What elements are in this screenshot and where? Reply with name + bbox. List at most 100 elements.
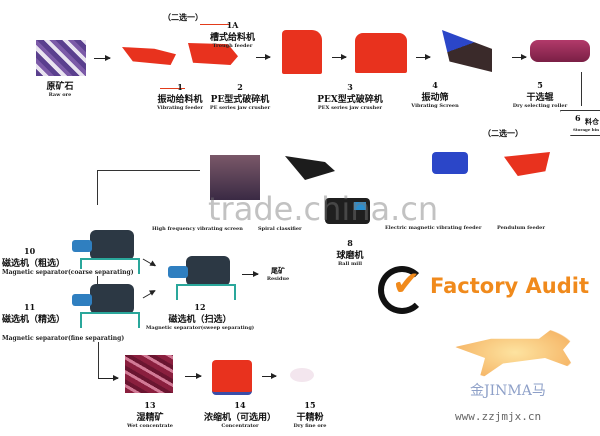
steps-12-cn: 磁选机（粗选）	[2, 259, 66, 269]
steps-5-num: 5	[537, 80, 543, 90]
steps-16-cn: 浓缩机（可选用）	[203, 413, 277, 423]
step-11-label: 11 磁选机（精选） Magnetic separator(fine separ…	[2, 302, 125, 342]
pex-jaw-crusher-image	[355, 33, 407, 73]
steps-15-en: Wet concentrate	[127, 423, 173, 429]
steps-6-num: 6	[575, 113, 581, 123]
raw-ore-image	[36, 40, 86, 76]
arrow	[256, 54, 271, 60]
connector-line	[97, 170, 98, 205]
step-10-label: 10 磁选机（粗选） Magnetic separator(coarse sep…	[2, 246, 134, 276]
raw-ore-en: Raw ore	[48, 92, 72, 98]
steps-2-en: PE series jaw crusher	[209, 105, 271, 111]
arrow	[262, 373, 277, 379]
brand-url: www.zzjmjx.cn	[455, 410, 542, 423]
steps-17-cn: 干精粉	[296, 413, 324, 423]
connector-line	[160, 88, 185, 89]
magnetic-separator-12-image	[168, 256, 238, 300]
arrow	[94, 55, 111, 61]
steps-1-num: 1A	[226, 20, 239, 30]
pe-jaw-crusher-image	[282, 30, 322, 74]
magnetic-separator-11-image	[72, 284, 142, 328]
option-note-2: （二选一）	[483, 128, 523, 138]
arrow	[98, 375, 119, 381]
magnetic-separator-10-image	[72, 230, 142, 274]
steps-6-en: Storage bin	[572, 127, 599, 132]
steps-12-num: 10	[24, 246, 36, 256]
steps-1-cn: 槽式给料机	[210, 33, 256, 43]
steps-4-num: 4	[432, 80, 438, 90]
pendulum-feeder-image	[504, 152, 550, 176]
steps-14-en: Magnetic separator(sweep separating)	[145, 325, 255, 331]
steps-13-cn: 磁选机（精选）	[2, 315, 66, 325]
connector-line	[200, 24, 230, 25]
step-1a-label: 1A 槽式给料机 Trough feeder	[210, 20, 255, 49]
arrow	[512, 54, 527, 60]
step-1-label: 1 振动给料机 Vibrating feeder	[157, 82, 203, 111]
steps-5-cn: 干选辊	[526, 93, 554, 103]
arrow	[242, 271, 259, 277]
vibrating-screen-image	[442, 30, 492, 72]
steps-0-en: Vibrating feeder	[157, 105, 203, 111]
steps-1-en: Trough feeder	[212, 43, 253, 49]
steps-14-num: 12	[194, 302, 206, 312]
steps-11-cn: 球磨机	[336, 251, 364, 261]
steps-0-num: 1	[177, 82, 183, 92]
brand-name: 金JINMA马	[470, 383, 546, 399]
arrow	[142, 258, 156, 267]
concentrator-image	[212, 360, 252, 395]
steps-6-cn: 料仓	[585, 117, 599, 126]
spiral-classifier-label: Spiral classifier	[258, 226, 302, 232]
steps-13-num: 11	[24, 302, 36, 312]
steps-11-num: 8	[347, 238, 353, 248]
factory-audit-badge: ✔ Factory Audit	[378, 258, 590, 314]
connector-line	[97, 272, 98, 284]
wet-concentrate-image	[125, 355, 173, 393]
checkmark-icon	[378, 266, 426, 314]
dry-selecting-roller-image	[530, 40, 590, 62]
step-3-label: 3 PEX型式破碎机 PEX series jaw crusher	[317, 82, 383, 111]
connector-line	[98, 340, 99, 378]
steps-17-en: Dry fine ore	[293, 423, 327, 429]
high-frequency-screen-label: High frequency vibrating screen	[152, 226, 243, 232]
trough-feeder-image	[188, 43, 238, 65]
steps-3-num: 3	[347, 82, 353, 92]
horse-logo	[455, 325, 575, 380]
steps-2-cn: PE型式破碎机	[210, 95, 270, 105]
ball-mill-image	[325, 198, 370, 224]
connector-line	[581, 72, 582, 106]
residue-en: Residue	[266, 276, 290, 282]
steps-11-en: Ball mill	[337, 261, 362, 267]
step-15-label: 15 干精粉 Dry fine ore	[294, 400, 327, 429]
steps-3-en: PEX series jaw crusher	[317, 105, 383, 111]
steps-17-num: 15	[304, 400, 316, 410]
step-14-label: 14 浓缩机（可选用） Concentrator	[204, 400, 276, 429]
steps-12-en: Magnetic separator(coarse separating)	[2, 269, 134, 276]
step-13-label: 13 湿精矿 Wet concentrate	[127, 400, 173, 429]
steps-16-en: Concentrator	[221, 423, 259, 429]
steps-3-cn: PEX型式破碎机	[317, 95, 383, 105]
raw-ore-label: 原矿石 Raw ore	[46, 79, 73, 98]
arrow	[142, 290, 156, 299]
pendulum-feeder-label: Pendulum feeder	[497, 225, 545, 231]
steps-15-cn: 湿精矿	[136, 413, 164, 423]
steps-5-en: Dry selecting roller	[512, 103, 568, 109]
steps-2-num: 2	[237, 82, 243, 92]
steps-14-cn: 磁选机（扫选）	[168, 315, 232, 325]
steps-0-cn: 振动给料机	[157, 95, 203, 105]
arrow	[332, 54, 347, 60]
factory-audit-text: Factory Audit	[430, 274, 590, 298]
electric-magnetic-feeder-label: Electric magnetic vibrating feeder	[385, 225, 482, 231]
high-frequency-screen-image	[210, 155, 260, 200]
spiral-classifier-image	[285, 156, 335, 180]
check-icon: ✔	[392, 264, 421, 304]
steps-15-num: 13	[144, 400, 156, 410]
arrow	[185, 373, 202, 379]
residue-cn: 尾矿	[271, 266, 285, 275]
step-12-label: 12 磁选机（扫选） Magnetic separator(sweep sepa…	[146, 302, 254, 331]
raw-ore-cn: 原矿石	[46, 82, 74, 92]
storage-bin: 6 料仓 Storage bin	[560, 110, 600, 136]
step-5-label: 5 干选辊 Dry selecting roller	[513, 80, 567, 109]
step-2-label: 2 PE型式破碎机 PE series jaw crusher	[210, 82, 270, 111]
option-note: （二选一）	[163, 12, 203, 22]
